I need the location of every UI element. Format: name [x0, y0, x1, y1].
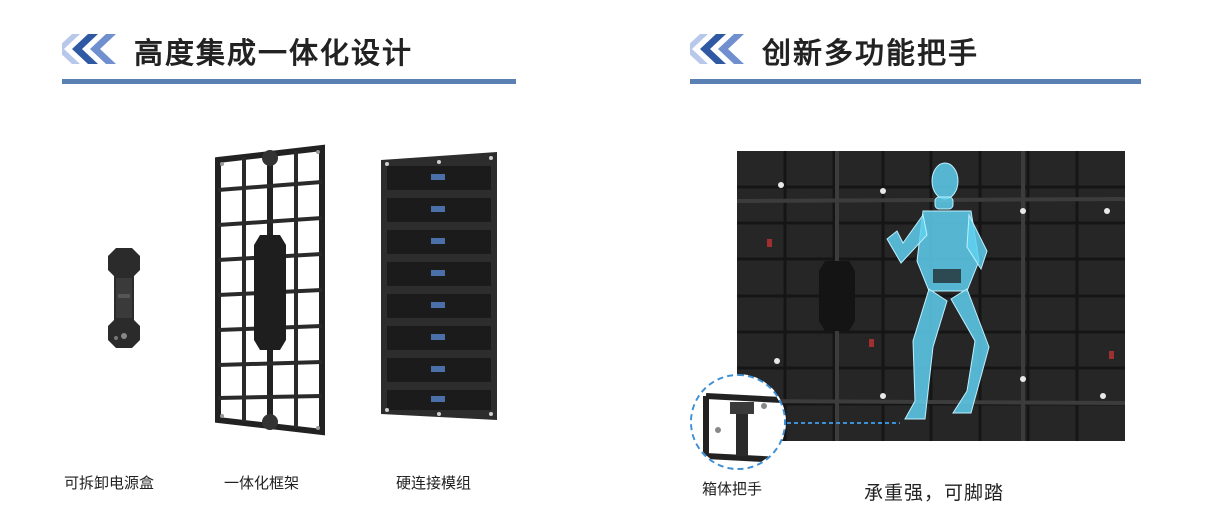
header-divider [690, 79, 1141, 84]
section-header-integrated-design: 高度集成一体化设计 [62, 28, 516, 86]
product-caption: 可拆卸电源盒 [64, 474, 155, 492]
product-caption: 一体化框架 [224, 474, 300, 492]
zoom-pointer-line [780, 422, 900, 424]
benefit-caption: 承重强，可脚踏 [864, 482, 1005, 504]
frame-image [215, 144, 325, 436]
double-chevron-left-icon [62, 34, 116, 64]
handle-caption: 箱体把手 [702, 480, 763, 498]
wall-grid-graphic [737, 151, 1125, 441]
product-caption: 硬连接模组 [396, 474, 472, 492]
power-box-image [108, 248, 140, 348]
handle-zoom-detail [690, 374, 786, 470]
led-wall-image [737, 151, 1125, 441]
section-title: 高度集成一体化设计 [134, 36, 414, 70]
module-image [381, 152, 497, 420]
handle-detail-graphic [692, 376, 784, 468]
header-divider [62, 79, 516, 84]
section-title: 创新多功能把手 [762, 36, 980, 70]
section-header-handle: 创新多功能把手 [690, 28, 1141, 86]
double-chevron-left-icon [690, 34, 744, 64]
